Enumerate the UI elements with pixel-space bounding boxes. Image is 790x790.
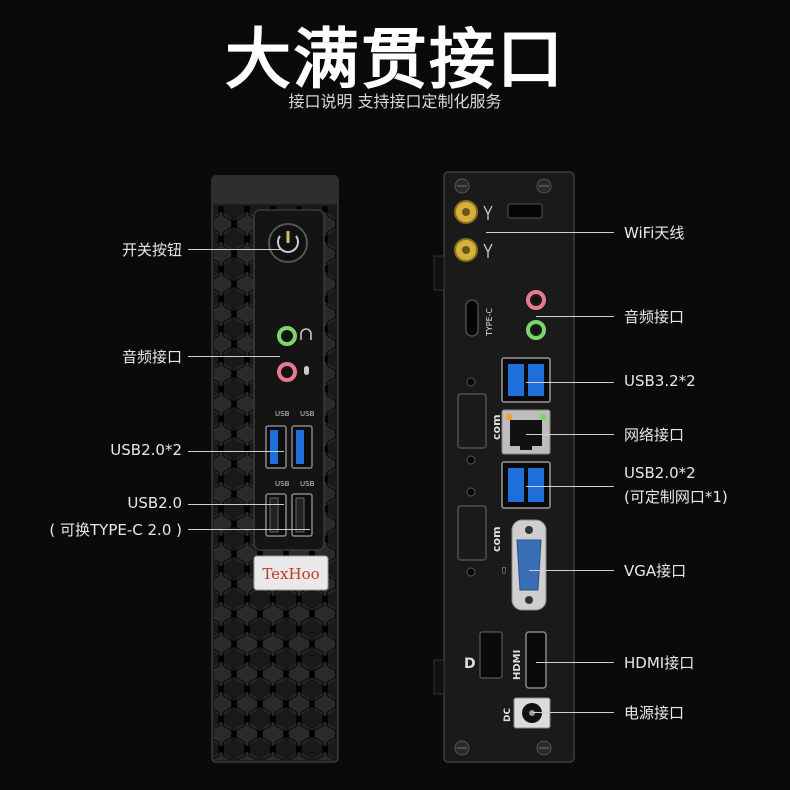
leader-line — [526, 486, 614, 487]
leader-line — [188, 529, 310, 530]
usb-text: USB — [300, 410, 315, 418]
leader-line — [526, 434, 614, 435]
antenna-icon — [483, 205, 493, 220]
com-port-shape — [457, 393, 487, 449]
rear-panel: TYPE-C com com ▭ D — [433, 171, 575, 763]
leader-line — [188, 249, 282, 250]
mic-jack-icon — [526, 290, 546, 310]
headphone-jack-icon — [277, 326, 297, 346]
label-wifi: WiFi天线 — [624, 224, 685, 242]
usb-text: USB — [275, 410, 290, 418]
com-text: com — [490, 526, 503, 552]
label-front-audio: 音频接口 — [121, 348, 182, 366]
leader-line — [486, 232, 614, 233]
com-text: com — [490, 414, 503, 440]
page-title: 大满贯接口 — [225, 21, 565, 98]
displayport-shape — [479, 631, 503, 679]
leader-line — [532, 712, 614, 713]
label-usb20x2: USB2.0*2 — [110, 441, 182, 459]
brand-logo: TexHoo — [262, 565, 319, 583]
front-panel: USB USB USB USB TexHoo — [211, 175, 339, 763]
leader-line — [536, 316, 614, 317]
headphone-jack-icon — [526, 320, 546, 340]
displayport-icon: D — [464, 656, 476, 672]
page-subtitle: 接口说明 支持接口定制化服务 — [288, 92, 502, 111]
label-usb20-typec: ( 可换TYPE-C 2.0 ) — [49, 521, 182, 539]
lock-slot-shape — [507, 203, 543, 219]
brand-badge — [253, 555, 329, 591]
label-power-button: 开关按钮 — [121, 241, 182, 259]
antenna-icon — [483, 243, 493, 258]
usb-text: USB — [275, 480, 290, 488]
leader-line — [188, 451, 284, 452]
label-usb20: USB2.0 — [127, 494, 182, 512]
leader-line — [188, 504, 284, 505]
dc-text: DC — [503, 708, 513, 722]
label-hdmi: HDMI接口 — [624, 654, 695, 672]
label-vga: VGA接口 — [624, 562, 687, 580]
label-power-jack: 电源接口 — [624, 704, 685, 722]
label-usb20x2-rear-note: (可定制网口*1) — [624, 488, 728, 506]
hdmi-port-shape — [525, 631, 547, 689]
headphone-icon — [300, 328, 312, 340]
label-usb20x2-rear: USB2.0*2 — [624, 464, 696, 482]
label-lan: 网络接口 — [624, 426, 685, 444]
com-port-shape — [457, 505, 487, 561]
leader-line — [536, 662, 614, 663]
leader-line — [526, 382, 614, 383]
usb-text: USB — [300, 480, 315, 488]
monitor-icon: ▭ — [499, 566, 508, 574]
hdmi-text: HDMI — [512, 650, 523, 680]
typec-text: TYPE-C — [485, 307, 494, 337]
leader-line — [529, 570, 614, 571]
label-usb32: USB3.2*2 — [624, 372, 696, 390]
leader-line — [188, 356, 280, 357]
label-rear-audio: 音频接口 — [624, 308, 685, 326]
mic-jack-icon — [277, 362, 297, 382]
typec-port-shape — [465, 299, 479, 337]
mic-icon — [304, 366, 309, 375]
